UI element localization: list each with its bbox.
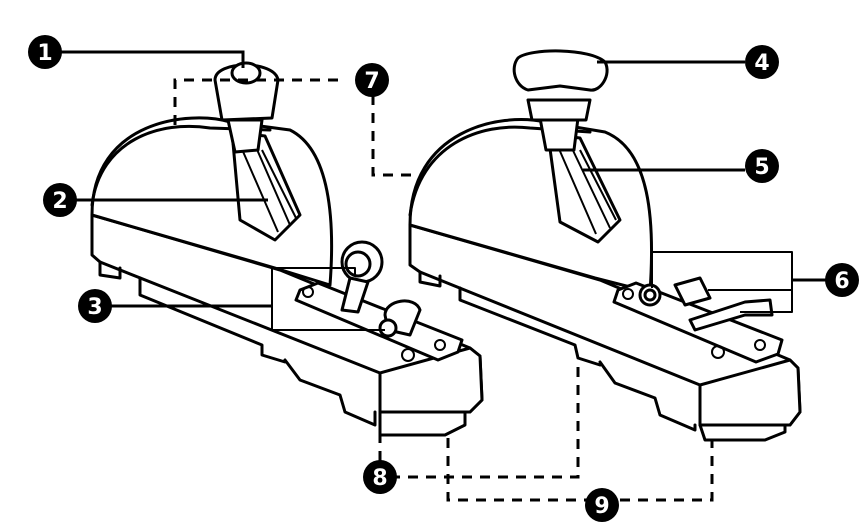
dashed-connectors	[173, 78, 714, 502]
right-slide-lever	[688, 298, 774, 332]
callout-label-9: 9	[594, 494, 609, 519]
dashed-7-right	[371, 95, 415, 177]
callout-label-6: 6	[834, 269, 849, 294]
callout-badge-5: 5	[745, 149, 779, 183]
left-throttle-module	[90, 61, 484, 437]
callout-badge-1: 1	[28, 35, 62, 69]
callout-label-3: 3	[87, 295, 102, 320]
callout-label-2: 2	[52, 189, 67, 214]
callout-badge-6: 6	[825, 263, 859, 297]
right-hump-ridge	[408, 125, 592, 217]
callout-badge-4: 4	[745, 45, 779, 79]
dashed-7-left	[173, 78, 345, 125]
callout-label-7: 7	[364, 69, 379, 94]
right-lever-stem	[538, 116, 580, 152]
left-switch-panel	[294, 281, 464, 362]
left-module-feet	[98, 260, 467, 437]
leader-6	[651, 251, 828, 313]
callout-label-5: 5	[754, 155, 769, 180]
callout-label-1: 1	[37, 41, 52, 66]
right-rocker-switch	[673, 276, 712, 307]
left-knob-cap	[230, 61, 262, 85]
left-hump-ridge	[90, 124, 272, 207]
left-toggle-stem	[340, 276, 370, 314]
right-throttle-module	[408, 49, 802, 442]
callout-label-4: 4	[754, 51, 769, 76]
callout-label-8: 8	[372, 466, 387, 491]
leader-1	[55, 50, 245, 68]
dashed-9	[446, 438, 714, 502]
leader-lines	[55, 50, 828, 331]
dashed-8	[378, 365, 580, 479]
callout-badge-9: 9	[585, 488, 619, 522]
right-lever-handle	[512, 49, 609, 92]
callout-badge-3: 3	[78, 289, 112, 323]
right-module-feet	[418, 270, 787, 442]
callout-badge-2: 2	[43, 183, 77, 217]
left-lever-stem	[226, 118, 264, 154]
callout-badge-7: 7	[355, 63, 389, 97]
callout-badge-8: 8	[363, 460, 397, 494]
